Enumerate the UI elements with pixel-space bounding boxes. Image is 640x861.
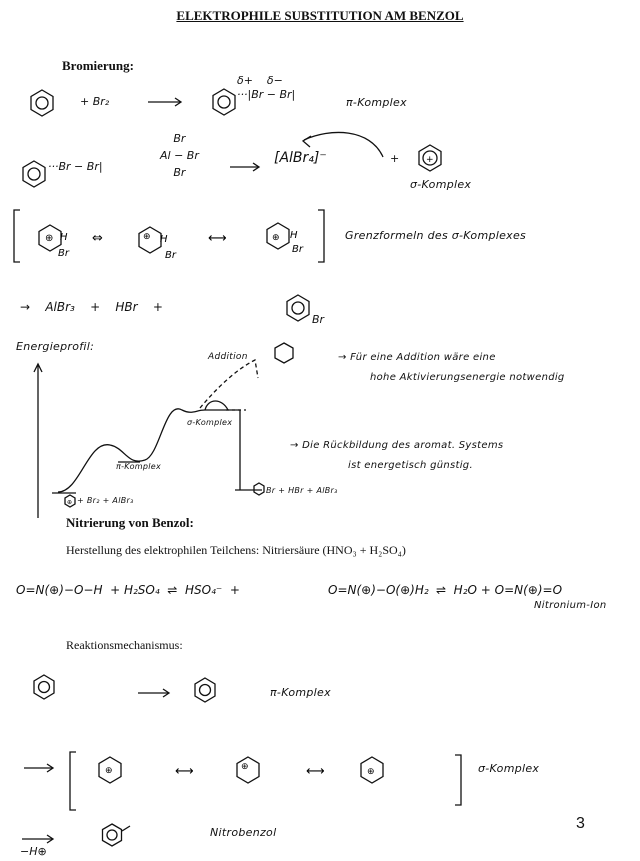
svg-text:H: H bbox=[60, 232, 68, 243]
mechanismus-heading: Reaktionsmechanismus: bbox=[66, 638, 183, 652]
note1-line2: hohe Aktivierungsenergie notwendig bbox=[370, 372, 565, 383]
energieprofil-label: Energieprofil: bbox=[16, 340, 95, 353]
bromierung-heading: Bromierung: bbox=[62, 58, 134, 73]
sigma-ring-2: ⊕ bbox=[138, 226, 162, 254]
svg-text:⊕: ⊕ bbox=[241, 761, 249, 771]
r2-anion: [AlBr₄]⁻ bbox=[274, 150, 327, 166]
ep-pi-komplex: π-Komplex bbox=[116, 462, 162, 471]
nitration-sigma-label: σ-Komplex bbox=[478, 762, 540, 775]
addition-label: Addition bbox=[208, 352, 248, 362]
nitro-sigma-2: ⊕ bbox=[236, 756, 260, 784]
nitration-pi-label: π-Komplex bbox=[270, 686, 331, 699]
nitronium-label: Nitronium-Ion bbox=[534, 600, 607, 611]
svg-text:⊕: ⊕ bbox=[67, 500, 72, 506]
r1-reagent: + Br₂ bbox=[80, 95, 110, 108]
note2-line1: → Die Rückbildung des aromat. Systems bbox=[290, 440, 504, 451]
svg-text:Br: Br bbox=[165, 250, 177, 261]
svg-text:⊕: ⊕ bbox=[367, 766, 375, 776]
note1-line1: → Für eine Addition wäre eine bbox=[338, 352, 496, 363]
benzene-ring bbox=[212, 88, 236, 116]
energy-curve bbox=[57, 408, 241, 493]
end-ring bbox=[253, 482, 265, 496]
page-title: ELEKTROPHILE SUBSTITUTION AM BENZOL bbox=[176, 8, 464, 23]
svg-text:Br: Br bbox=[292, 244, 304, 255]
products-line: → AlBr₃ + HBr + bbox=[20, 300, 163, 314]
svg-text:⟷: ⟷ bbox=[306, 764, 325, 779]
sigma-ring-3: ⊕ bbox=[266, 222, 290, 250]
r2-left: ···Br − Br| bbox=[48, 160, 103, 173]
product-br: Br bbox=[312, 313, 325, 326]
svg-text:+: + bbox=[426, 155, 434, 165]
svg-text:H: H bbox=[160, 234, 168, 245]
benzene-ring bbox=[30, 89, 54, 117]
ep-start: + Br₂ + AlBr₃ bbox=[77, 496, 134, 505]
grenzformeln-label: Grenzformeln des σ-Komplexes bbox=[345, 229, 527, 242]
page-number: 3 bbox=[576, 815, 585, 832]
r1-product: δ+ δ− ···|Br − Br| bbox=[237, 74, 296, 101]
nitration-eq-mid: O=N(⊕)−O(⊕)H₂ bbox=[328, 583, 429, 597]
sigma-ring-1: ⊕ bbox=[38, 224, 62, 252]
svg-text:⊕: ⊕ bbox=[105, 765, 113, 775]
addition-ring bbox=[274, 342, 294, 364]
nitro-sigma-1: ⊕ bbox=[98, 756, 122, 784]
benzene-ring bbox=[194, 677, 216, 703]
ep-sigma-komplex: σ-Komplex bbox=[187, 418, 233, 427]
sigma-complex-ring: + bbox=[418, 144, 442, 172]
nitrobenzol-ring bbox=[101, 823, 123, 847]
svg-text:⟷: ⟷ bbox=[208, 231, 227, 246]
svg-text:⊕: ⊕ bbox=[272, 233, 280, 243]
curved-arrow bbox=[303, 131, 384, 158]
sigma-komplex-label: σ-Komplex bbox=[410, 178, 472, 191]
ep-end: Br + HBr + AlBr₃ bbox=[266, 486, 338, 495]
svg-text:⊕: ⊕ bbox=[45, 233, 53, 244]
svg-text:H: H bbox=[290, 230, 298, 241]
pi-komplex-label: π-Komplex bbox=[346, 96, 407, 109]
final-prefix: −H⊕ bbox=[20, 845, 47, 858]
nitration-eq-right: ⇌ H₂O + O=N(⊕)=O bbox=[436, 583, 563, 597]
benzene-ring bbox=[22, 160, 46, 188]
note2-line2: ist energetisch günstig. bbox=[348, 460, 473, 471]
addition-dashed bbox=[199, 359, 259, 409]
svg-text:⊕: ⊕ bbox=[143, 232, 151, 242]
nitro-sigma-3: ⊕ bbox=[360, 756, 384, 784]
nitrierung-heading: Nitrierung von Benzol: bbox=[66, 515, 194, 530]
r2-catalyst: Br Al − Br Br bbox=[160, 132, 199, 179]
svg-text:⇔: ⇔ bbox=[92, 231, 103, 246]
benzene-ring bbox=[33, 674, 55, 700]
svg-text:⟷: ⟷ bbox=[175, 764, 194, 779]
nitration-eq-left: O=N(⊕)−O−H + H₂SO₄ ⇌ HSO₄⁻ + bbox=[16, 583, 240, 597]
nitrobenzol-label: Nitrobenzol bbox=[210, 826, 277, 839]
r2-plus: + bbox=[390, 152, 400, 165]
herstellung-text: Herstellung des elektrophilen Teilchens:… bbox=[66, 543, 406, 557]
start-ring: ⊕ bbox=[64, 494, 76, 508]
benzene-ring bbox=[286, 294, 310, 322]
sigma-bump bbox=[204, 400, 229, 411]
svg-text:Br: Br bbox=[58, 248, 70, 259]
